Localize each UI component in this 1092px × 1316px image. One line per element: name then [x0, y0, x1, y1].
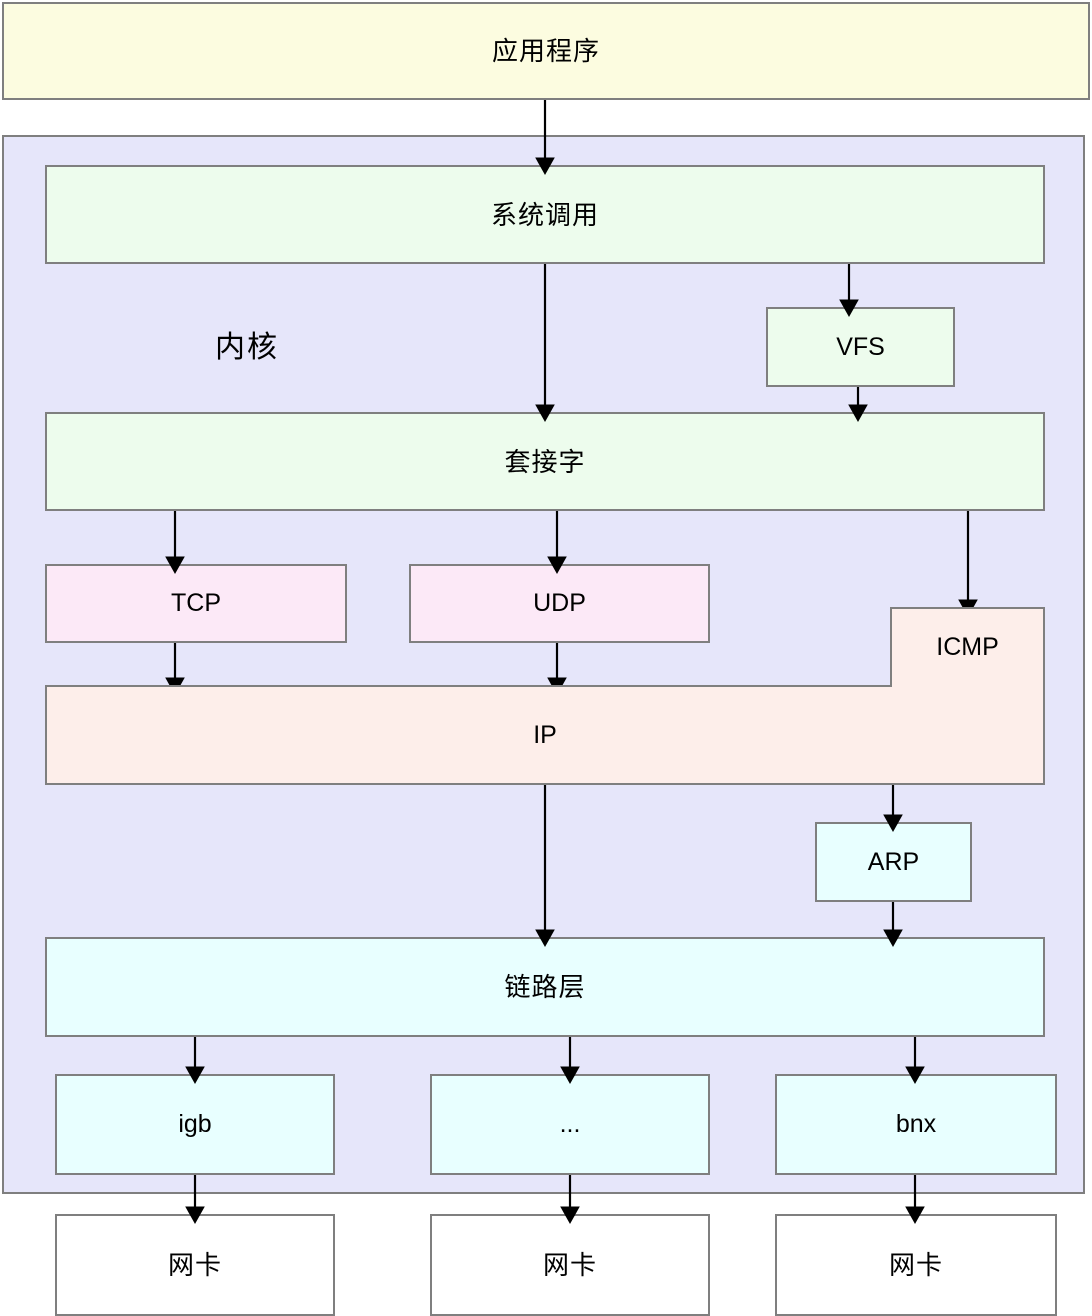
socket-label: 套接字	[504, 446, 586, 477]
socket-box[interactable]: 套接字	[45, 412, 1045, 511]
driver-label: ...	[559, 1110, 581, 1138]
nic-label: 网卡	[888, 1250, 943, 1280]
driver-label: igb	[178, 1110, 212, 1138]
udp-label: UDP	[533, 589, 586, 617]
vfs-box[interactable]: VFS	[766, 307, 955, 387]
driver-box-bnx[interactable]: bnx	[775, 1074, 1057, 1175]
syscall-box[interactable]: 系统调用	[45, 165, 1045, 264]
udp-box[interactable]: UDP	[409, 564, 710, 643]
vfs-label: VFS	[836, 332, 885, 361]
nic-box-3[interactable]: 网卡	[775, 1214, 1057, 1316]
application-box[interactable]: 应用程序	[2, 2, 1090, 100]
syscall-label: 系统调用	[490, 199, 599, 230]
link-layer-label: 链路层	[504, 972, 586, 1002]
arp-box[interactable]: ARP	[815, 822, 972, 902]
driver-box-ellipsis[interactable]: ...	[430, 1074, 710, 1175]
tcp-box[interactable]: TCP	[45, 564, 347, 643]
nic-box-1[interactable]: 网卡	[55, 1214, 335, 1316]
ip-box[interactable]: IP	[45, 685, 1045, 785]
kernel-label: 内核	[215, 331, 279, 364]
driver-label: bnx	[895, 1110, 937, 1138]
icmp-ip-seam-mask	[892, 685, 1043, 688]
driver-box-igb[interactable]: igb	[55, 1074, 335, 1175]
nic-label: 网卡	[542, 1250, 597, 1280]
tcp-label: TCP	[171, 589, 221, 617]
icmp-label: ICMP	[936, 632, 999, 661]
ip-label: IP	[533, 720, 557, 749]
application-label: 应用程序	[491, 36, 600, 66]
icmp-box[interactable]: ICMP	[890, 607, 1045, 687]
nic-box-2[interactable]: 网卡	[430, 1214, 710, 1316]
link-layer-box[interactable]: 链路层	[45, 937, 1045, 1037]
arp-label: ARP	[867, 847, 920, 876]
nic-label: 网卡	[167, 1250, 222, 1280]
